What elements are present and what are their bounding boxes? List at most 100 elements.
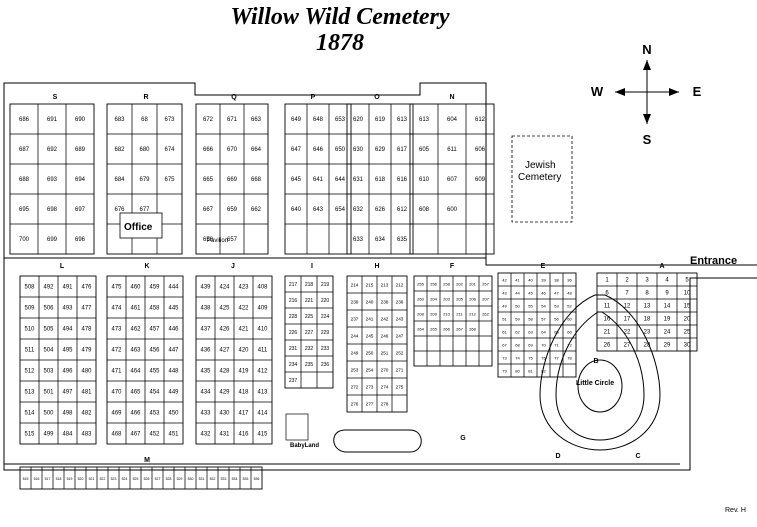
lot-number: 473 (112, 327, 123, 333)
lot-number: 234 (289, 362, 298, 368)
lot-number: 212 (396, 283, 404, 288)
lot-number: 217 (289, 282, 298, 288)
lot-number: 260 (417, 297, 425, 302)
lot-number: 8 (645, 291, 649, 297)
lot-number: 232 (305, 346, 314, 352)
lot-number: 9 (665, 291, 669, 297)
lot-cell (284, 223, 308, 255)
lot-cell (562, 363, 577, 378)
lot-number: 82 (541, 369, 546, 374)
lot-number: 619 (375, 117, 386, 123)
lot-number: 49 (502, 304, 507, 309)
lot-number: 696 (75, 237, 86, 243)
lot-number: 27 (624, 343, 631, 349)
lot-cell (478, 320, 493, 337)
lot-number: 51 (502, 317, 507, 322)
lot-number: 218 (305, 282, 314, 288)
section-label-m: M (144, 457, 150, 464)
lot-number: 466 (131, 411, 142, 417)
lot-number: 618 (375, 177, 386, 183)
lot-number: 608 (419, 207, 430, 213)
lot-cell (328, 223, 352, 255)
lot-number: 689 (75, 147, 86, 153)
lot-number: 665 (203, 177, 214, 183)
lot-number: 23 (644, 330, 651, 336)
lot-number: 453 (150, 411, 161, 417)
lot-number: 680 (139, 147, 150, 153)
lot-number: 509 (25, 306, 36, 312)
lot-number: 12 (624, 304, 631, 310)
lot-number: 249 (351, 351, 359, 356)
lot-number: 499 (44, 432, 55, 438)
little-circle-inner-road (555, 311, 645, 441)
lot-number: 477 (82, 306, 92, 312)
lot-number: 425 (220, 306, 231, 312)
lot-number: 482 (82, 411, 92, 417)
lot-number: 231 (289, 346, 298, 352)
lot-number: 237 (351, 317, 359, 322)
section-label-l: L (60, 263, 65, 270)
lot-number: 224 (321, 314, 330, 320)
lot-number: 54 (541, 304, 546, 309)
lot-number: 512 (25, 369, 35, 375)
lot-cell (437, 223, 467, 255)
lot-cell (452, 335, 467, 352)
lot-cell (156, 223, 183, 255)
lot-cell (391, 394, 408, 413)
section-label-i: I (311, 263, 313, 270)
lot-number: 423 (239, 285, 250, 291)
lot-number: 416 (239, 432, 250, 438)
lot-number: 422 (239, 306, 249, 312)
lot-number: 612 (397, 207, 408, 213)
lot-number: 36 (567, 278, 572, 283)
lot-number: 206 (469, 297, 477, 302)
lot-number: 201 (469, 282, 477, 287)
lot-number: 419 (239, 369, 250, 375)
lot-number: 684 (114, 177, 125, 183)
lot-number: 506 (44, 306, 55, 312)
lot-number: 28 (644, 343, 651, 349)
lot-number: 52 (567, 304, 572, 309)
lot-number: 226 (289, 330, 298, 336)
lot-number: 483 (82, 432, 93, 438)
lot-number: 606 (475, 147, 486, 153)
lot-number: 468 (112, 432, 123, 438)
lot-number: 679 (139, 177, 150, 183)
lot-number: 478 (82, 327, 93, 333)
lot-cell (676, 337, 698, 352)
lot-number: 612 (475, 117, 486, 123)
lot-number: 258 (443, 282, 451, 287)
lot-number: 451 (169, 432, 179, 438)
lot-number: 515 (25, 432, 36, 438)
lot-number: 520 (78, 477, 84, 481)
lot-number: 519 (67, 477, 73, 481)
lot-number: 2 (625, 278, 629, 284)
lot-number: 513 (25, 390, 36, 396)
lot-number: 409 (258, 306, 269, 312)
lot-number: 633 (353, 237, 364, 243)
lot-number: 472 (112, 348, 122, 354)
lot-number: 654 (335, 207, 346, 213)
lot-number: 242 (381, 317, 389, 322)
lot-cell (252, 422, 273, 445)
lot-number: 46 (541, 291, 546, 296)
lot-number: 44 (515, 291, 520, 296)
compass-east-arrow-icon (669, 88, 679, 96)
lot-number: 254 (366, 368, 374, 373)
lot-number: 257 (482, 282, 490, 287)
lot-number: 436 (201, 348, 212, 354)
lot-number: 632 (353, 207, 364, 213)
lot-number: 626 (375, 207, 386, 213)
lot-number: 43 (502, 291, 507, 296)
section-label-h: H (374, 263, 379, 270)
lot-cell (439, 335, 454, 352)
lot-number: 273 (366, 385, 374, 390)
lot-number: 236 (321, 362, 330, 368)
lot-number: 66 (567, 330, 572, 335)
lot-number: 437 (201, 327, 211, 333)
lot-number: 693 (47, 177, 58, 183)
